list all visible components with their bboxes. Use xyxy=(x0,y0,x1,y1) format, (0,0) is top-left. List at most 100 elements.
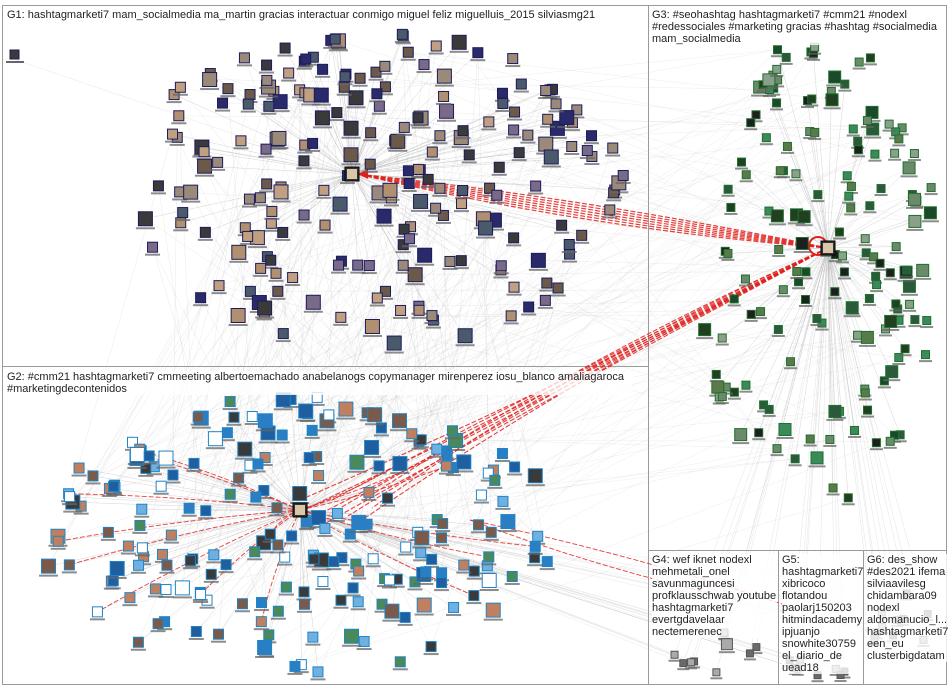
node-avatar xyxy=(219,427,235,442)
node-avatar xyxy=(317,522,333,537)
node-avatar xyxy=(215,97,231,112)
node-avatar xyxy=(868,635,881,647)
node-avatar xyxy=(907,149,921,162)
node-avatar xyxy=(150,618,166,633)
node-avatar xyxy=(428,202,444,217)
node-avatar xyxy=(253,262,269,277)
node-avatar xyxy=(132,519,148,534)
node-avatar xyxy=(296,155,312,170)
node-avatar xyxy=(173,217,189,232)
node-avatar xyxy=(780,141,794,154)
node-avatar xyxy=(350,259,366,274)
g4-panel xyxy=(648,550,779,685)
node-layer xyxy=(6,28,939,683)
node-avatar xyxy=(867,252,881,265)
node-avatar xyxy=(779,52,793,65)
node-avatar xyxy=(883,365,901,382)
node-avatar xyxy=(520,129,536,144)
node-avatar xyxy=(356,636,372,651)
node-avatar xyxy=(434,577,450,592)
node-avatar xyxy=(735,157,749,170)
node-avatar xyxy=(271,184,291,203)
node-avatar xyxy=(393,304,409,319)
node-avatar xyxy=(503,310,519,325)
node-avatar xyxy=(147,583,163,598)
node-avatar xyxy=(489,189,505,204)
node-avatar xyxy=(130,636,146,651)
node-avatar xyxy=(776,422,794,439)
node-avatar xyxy=(134,542,150,557)
node-avatar xyxy=(874,184,888,197)
node-avatar xyxy=(352,72,368,87)
node-avatar xyxy=(798,294,812,307)
node-avatar xyxy=(229,244,249,263)
node-avatar xyxy=(696,323,714,340)
node-avatar xyxy=(803,434,817,447)
node-avatar xyxy=(892,315,906,328)
node-avatar xyxy=(495,98,511,113)
node-avatar xyxy=(770,45,784,58)
node-avatar xyxy=(411,193,431,212)
node-avatar xyxy=(374,598,390,613)
node-avatar xyxy=(392,656,408,671)
node-avatar xyxy=(869,438,883,451)
node-avatar xyxy=(437,103,457,122)
node-avatar xyxy=(414,597,434,616)
node-avatar xyxy=(278,581,294,596)
node-avatar xyxy=(771,324,785,337)
node-avatar xyxy=(584,151,600,166)
node-avatar xyxy=(296,209,312,224)
node-avatar xyxy=(479,573,499,592)
cluster-panels xyxy=(2,5,947,685)
node-avatar xyxy=(395,239,411,254)
node-avatar xyxy=(333,594,349,609)
node-avatar xyxy=(739,170,753,183)
node-avatar xyxy=(270,285,286,300)
node-avatar xyxy=(226,411,242,426)
node-avatar xyxy=(810,314,824,327)
node-avatar xyxy=(382,603,402,622)
node-avatar xyxy=(326,556,342,571)
node-avatar xyxy=(349,515,369,534)
node-avatar xyxy=(483,602,503,621)
node-avatar xyxy=(359,407,375,422)
node-avatar xyxy=(415,247,435,266)
node-avatar xyxy=(135,211,155,230)
node-avatar xyxy=(445,462,461,477)
node-avatar xyxy=(882,119,896,132)
node-avatar xyxy=(270,605,286,620)
node-avatar xyxy=(435,209,451,224)
node-avatar xyxy=(306,553,322,568)
node-avatar xyxy=(263,254,279,269)
node-avatar xyxy=(275,328,291,343)
node-avatar xyxy=(511,147,527,162)
node-avatar xyxy=(362,158,378,173)
node-avatar xyxy=(491,161,507,176)
node-avatar xyxy=(574,229,590,244)
node-avatar xyxy=(331,259,347,274)
node-avatar xyxy=(504,570,520,585)
node-avatar xyxy=(172,580,192,599)
node-avatar xyxy=(724,202,738,215)
node-avatar xyxy=(203,568,219,583)
node-avatar xyxy=(270,539,286,554)
node-avatar xyxy=(564,141,580,156)
node-avatar xyxy=(826,404,844,421)
node-avatar xyxy=(172,81,188,96)
node-avatar xyxy=(906,192,924,209)
node-avatar xyxy=(407,576,423,591)
node-avatar xyxy=(920,316,934,329)
node-avatar xyxy=(404,428,420,443)
node-avatar xyxy=(859,248,873,261)
node-avatar xyxy=(107,560,127,579)
node-avatar xyxy=(131,559,147,574)
node-avatar xyxy=(823,434,837,447)
node-avatar xyxy=(788,454,802,467)
node-avatar xyxy=(668,650,681,662)
node-avatar xyxy=(255,639,275,658)
node-avatar xyxy=(811,671,824,683)
node-avatar xyxy=(541,149,561,168)
node-avatar xyxy=(401,178,417,193)
node-avatar xyxy=(336,401,356,420)
node-avatar xyxy=(259,178,275,193)
